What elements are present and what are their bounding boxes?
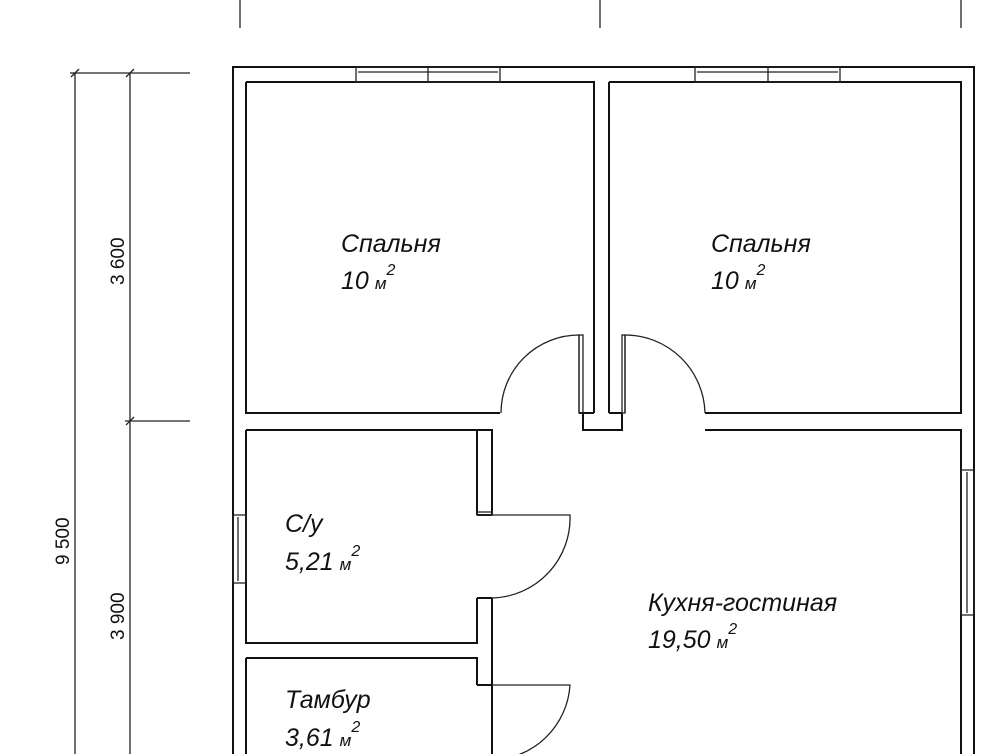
dimension-total: 9 500 <box>53 517 74 565</box>
left-dimension-lines <box>70 68 190 754</box>
room-name: Кухня-гостиная <box>648 589 837 617</box>
walls <box>232 66 975 754</box>
top-dimension-lines <box>239 0 962 28</box>
room-name: С/у <box>285 510 324 538</box>
dimension-lower: 3 900 <box>108 592 129 640</box>
windows <box>232 66 975 616</box>
room-name: Спальня <box>711 230 811 258</box>
doors <box>476 334 706 754</box>
room-name: Спальня <box>341 230 441 258</box>
room-name: Тамбур <box>285 686 371 714</box>
dimension-upper: 3 600 <box>108 237 129 285</box>
